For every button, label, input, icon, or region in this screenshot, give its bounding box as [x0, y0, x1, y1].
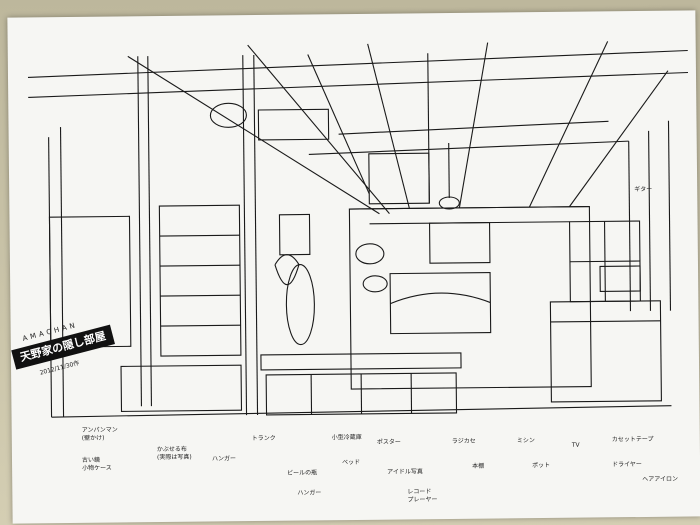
annotation-note: レコード プレーヤー [407, 488, 438, 504]
annotation-note: ドライヤー [612, 460, 642, 469]
annotation-note: ギター [634, 185, 653, 194]
annotation-note: かぶせる布 (実際は写真) [156, 445, 192, 462]
annotation-note: ポスター [376, 438, 401, 446]
annotation-note: ヘアアイロン [642, 475, 678, 483]
annotation-note: カセットテープ [611, 435, 654, 444]
annotation-note: ラジカセ [451, 437, 476, 445]
annotation-note: アイドル写真 [387, 468, 423, 476]
annotation-note: 小型冷蔵庫 [331, 433, 362, 442]
annotation-note: アンパンマン (壁かけ) [81, 426, 118, 442]
annotation-note: TV [571, 441, 580, 449]
drawing-sheet: AMACHAN 天野家の隠し部屋 2012/11/30作 アンパンマン (壁かけ… [7, 10, 700, 524]
annotation-note: 本棚 [472, 462, 485, 470]
annotation-note: 古い鏡 小物ケース [81, 456, 112, 472]
annotation-note: ビールの瓶 [287, 469, 318, 477]
annotation-note: ベッド [342, 458, 361, 467]
annotation-note: ハンガー [211, 455, 237, 463]
annotation-note: トランク [251, 434, 276, 443]
annotation-note: ポット [532, 461, 551, 470]
room-sketch [27, 41, 689, 418]
annotation-note: ハンガー [297, 489, 322, 497]
annotation-note: ミシン [516, 437, 535, 445]
